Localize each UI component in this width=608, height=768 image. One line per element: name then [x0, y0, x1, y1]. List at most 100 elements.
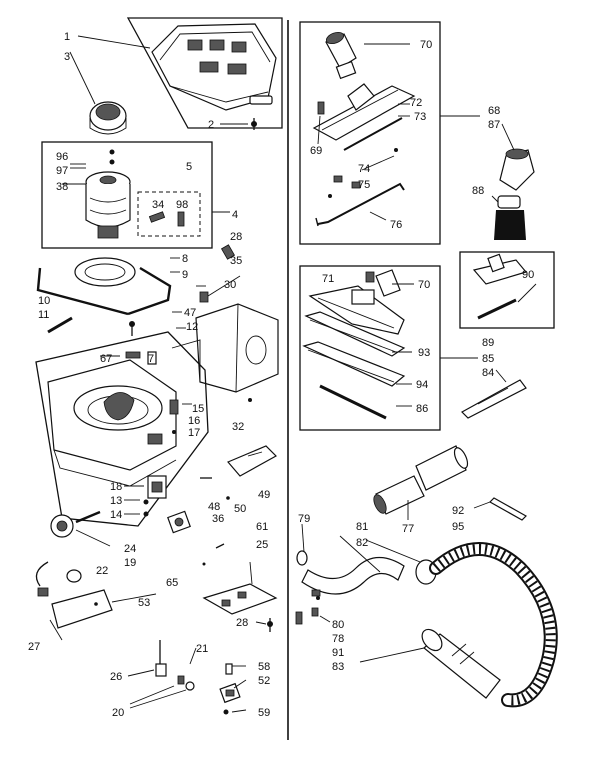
label-72: 72 [410, 97, 422, 109]
tank-body [47, 359, 177, 487]
base-screw [267, 618, 273, 632]
label-90: 90 [522, 269, 534, 281]
label-14: 14 [110, 509, 122, 521]
label-92: 92 [452, 505, 464, 517]
label-78: 78 [332, 633, 344, 645]
label-82: 82 [356, 537, 368, 549]
label-95: 95 [452, 521, 464, 533]
label-77: 77 [402, 523, 414, 535]
label-15: 15 [192, 403, 204, 415]
label-10: 10 [38, 295, 50, 307]
tank-lid [151, 23, 277, 111]
bail-handle [36, 266, 172, 316]
latch-pin [199, 275, 241, 303]
brush-screws [109, 149, 115, 165]
label-58: 58 [258, 661, 270, 673]
leader-lines-left [49, 163, 267, 713]
motor-gasket [74, 257, 136, 287]
bottom-plate [51, 589, 113, 629]
floor-tool-adapter [325, 31, 357, 80]
upholstery-tool [472, 253, 528, 320]
motor [85, 171, 131, 239]
cord-reel-knob [66, 569, 82, 583]
extension-wands [373, 445, 469, 515]
latch-spring [220, 244, 236, 260]
label-75: 75 [358, 179, 370, 191]
label-1: 1 [64, 31, 70, 43]
squeegee-strip [304, 311, 406, 357]
cord-clamp [227, 445, 277, 477]
label-3: 3 [64, 51, 70, 63]
hose-clip [489, 497, 527, 521]
clamp-nut [226, 496, 230, 500]
label-13: 13 [110, 495, 122, 507]
label-70a: 70 [420, 39, 432, 51]
rug-brush-strip [319, 384, 387, 420]
label-67: 67 [100, 353, 112, 365]
cord-end [35, 561, 49, 597]
label-70b: 70 [418, 279, 430, 291]
flexible-hose [415, 542, 558, 708]
label-83: 83 [332, 661, 344, 673]
callout-labels: 1 3 2 96 97 38 5 34 98 4 28 8 9 35 30 10… [28, 31, 534, 719]
brush-kit-box [137, 191, 201, 237]
label-27: 27 [28, 641, 40, 653]
label-79: 79 [298, 513, 310, 525]
upholstery-tool-box [459, 251, 555, 329]
label-28a: 28 [230, 231, 242, 243]
cord-bushing [167, 510, 191, 534]
lid-screw [251, 118, 257, 130]
rug-tool-box [299, 265, 441, 431]
label-49: 49 [258, 489, 270, 501]
axle-washers [177, 675, 195, 691]
wand-hardware [295, 596, 320, 625]
label-81: 81 [356, 521, 368, 533]
label-76: 76 [390, 219, 402, 231]
wheel-clips [333, 148, 398, 189]
wheel-axle [155, 640, 167, 677]
motor-assembly-box [41, 141, 213, 249]
label-96: 96 [56, 151, 68, 163]
label-47: 47 [184, 307, 196, 319]
hose-end-fitting [421, 628, 501, 699]
label-4: 4 [232, 209, 238, 221]
label-59: 59 [258, 707, 270, 719]
label-21: 21 [196, 643, 208, 655]
dust-bag [171, 303, 279, 393]
label-30: 30 [224, 279, 236, 291]
label-69: 69 [310, 145, 322, 157]
label-9: 9 [182, 269, 188, 281]
motor-base-plate [202, 583, 278, 615]
floor-tool-wire [315, 182, 405, 227]
label-89: 89 [482, 337, 494, 349]
label-19: 19 [124, 557, 136, 569]
floor-tool-box [299, 21, 441, 245]
label-71: 71 [322, 273, 334, 285]
power-switch [143, 475, 167, 517]
label-16: 16 [188, 415, 200, 427]
label-12: 12 [186, 321, 198, 333]
label-25: 25 [256, 539, 268, 551]
handle-pin [47, 316, 73, 334]
label-7: 7 [148, 353, 154, 365]
label-97: 97 [56, 165, 68, 177]
carbon-brushes [148, 211, 185, 227]
label-85: 85 [482, 353, 494, 365]
label-20: 20 [112, 707, 124, 719]
label-50: 50 [234, 503, 246, 515]
rug-tool-head [308, 285, 405, 335]
label-68: 68 [488, 105, 500, 117]
label-53: 53 [138, 597, 150, 609]
label-32: 32 [232, 421, 244, 433]
label-5: 5 [186, 161, 192, 173]
label-18: 18 [110, 481, 122, 493]
tank-latch [169, 399, 179, 434]
label-22: 22 [96, 565, 108, 577]
label-87: 87 [488, 119, 500, 131]
label-35: 35 [230, 255, 242, 267]
squeegee-blade [302, 341, 406, 387]
label-91: 91 [332, 647, 344, 659]
label-2: 2 [208, 119, 214, 131]
